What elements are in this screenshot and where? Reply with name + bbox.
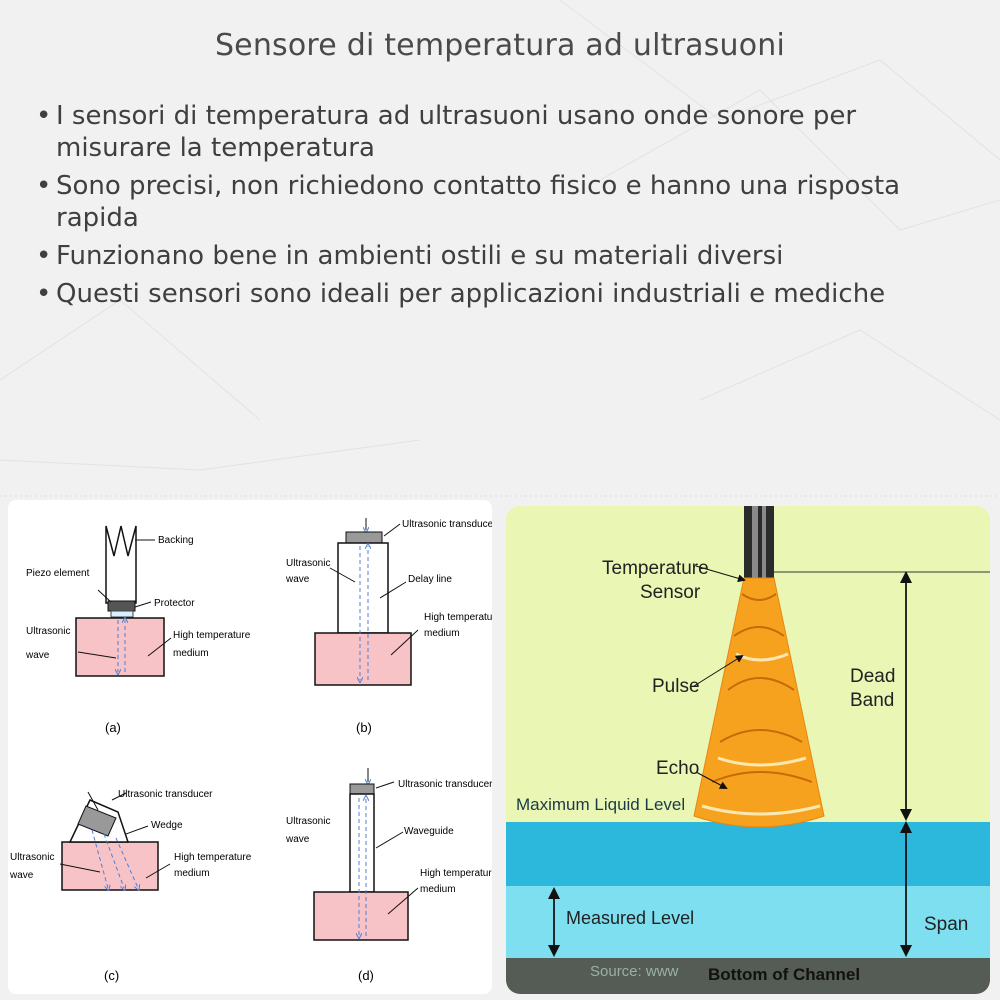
bullet-dot-icon: • xyxy=(36,241,52,271)
svg-text:wave: wave xyxy=(285,834,310,845)
svg-text:Waveguide: Waveguide xyxy=(404,826,454,837)
bullet-item: •Funzionano bene in ambienti ostili e su… xyxy=(36,241,784,271)
medium-block-b xyxy=(314,632,412,686)
svg-text:Ultrasonic: Ultrasonic xyxy=(26,626,70,637)
svg-text:Span: Span xyxy=(924,914,968,935)
svg-text:medium: medium xyxy=(420,884,456,895)
level-measurement-diagram: Temperature Sensor Pulse Echo Dead Band … xyxy=(506,506,990,994)
svg-text:Source: www: Source: www xyxy=(590,963,679,980)
svg-text:Ultrasonic: Ultrasonic xyxy=(10,852,54,863)
svg-text:Ultrasonic: Ultrasonic xyxy=(286,558,330,569)
bullet-item: •I sensori di temperatura ad ultrasuoni … xyxy=(36,101,857,163)
bullet-dot-icon: • xyxy=(36,101,52,131)
svg-text:Ultrasonic transducer: Ultrasonic transducer xyxy=(398,779,492,790)
transducer-b xyxy=(345,531,383,544)
svg-text:Dead: Dead xyxy=(850,666,895,687)
svg-text:High temperature: High temperature xyxy=(173,630,251,641)
svg-text:wave: wave xyxy=(9,870,34,881)
bullet-list: •I sensori di temperatura ad ultrasuoni … xyxy=(36,100,976,316)
svg-text:Ultrasonic transducer: Ultrasonic transducer xyxy=(402,519,492,530)
svg-text:medium: medium xyxy=(173,648,209,659)
svg-text:Band: Band xyxy=(850,690,894,711)
svg-text:wave: wave xyxy=(285,574,310,585)
svg-text:Temperature: Temperature xyxy=(602,558,709,579)
delay-line xyxy=(337,542,389,634)
bullet-item: •Questi sensori sono ideali per applicaz… xyxy=(36,279,886,309)
transducer-d xyxy=(349,783,375,795)
svg-text:Maximum Liquid Level: Maximum Liquid Level xyxy=(516,795,685,814)
bullet-dot-icon: • xyxy=(36,279,52,309)
transducer-c xyxy=(77,805,117,837)
bullet-item: •Sono precisi, non richiedono contatto f… xyxy=(36,171,901,233)
svg-text:Delay line: Delay line xyxy=(408,574,452,585)
channel-bottom xyxy=(506,958,990,994)
protector xyxy=(110,610,134,618)
svg-text:Ultrasonic transducer: Ultrasonic transducer xyxy=(118,789,213,800)
config-a: Backing Piezo element Protector Ultrason… xyxy=(25,525,251,735)
bullet-dot-icon: • xyxy=(36,171,52,201)
sound-cone xyxy=(693,577,825,828)
svg-text:Measured Level: Measured Level xyxy=(566,908,694,928)
temperature-sensor xyxy=(744,506,774,578)
svg-text:(a): (a) xyxy=(105,720,121,735)
svg-text:Piezo element: Piezo element xyxy=(26,568,90,579)
svg-text:(c): (c) xyxy=(104,968,119,983)
svg-text:High temperature: High temperature xyxy=(420,868,492,879)
svg-text:Echo: Echo xyxy=(656,758,699,779)
svg-text:wave: wave xyxy=(25,650,50,661)
svg-text:High temperature: High temperature xyxy=(174,852,252,863)
svg-text:Backing: Backing xyxy=(158,535,194,546)
backing-shape xyxy=(105,525,137,604)
page-title: Sensore di temperatura ad ultrasuoni xyxy=(214,28,786,63)
transducer-configurations-diagram: Backing Piezo element Protector Ultrason… xyxy=(8,500,502,994)
svg-text:Ultrasonic: Ultrasonic xyxy=(286,816,330,827)
svg-text:High temperature: High temperature xyxy=(424,612,492,623)
svg-text:Pulse: Pulse xyxy=(652,676,700,697)
svg-text:Wedge: Wedge xyxy=(151,820,183,831)
svg-text:Protector: Protector xyxy=(154,598,195,609)
liquid-upper xyxy=(506,822,990,886)
medium-block xyxy=(75,617,165,677)
svg-text:(d): (d) xyxy=(358,968,374,983)
svg-text:(b): (b) xyxy=(356,720,372,735)
svg-text:medium: medium xyxy=(424,628,460,639)
svg-text:Sensor: Sensor xyxy=(640,582,701,603)
config-c: Ultrasonic transducer Wedge Ultrasonic w… xyxy=(9,789,252,983)
piezo-element xyxy=(107,600,136,612)
svg-text:medium: medium xyxy=(174,868,210,879)
config-d: Ultrasonic transducer Ultrasonic wave Wa… xyxy=(285,768,498,983)
config-b: Ultrasonic transducer Ultrasonic wave De… xyxy=(285,518,502,735)
waveguide xyxy=(349,793,375,893)
medium-block-d xyxy=(313,891,409,941)
svg-text:Bottom of Channel: Bottom of Channel xyxy=(708,965,860,984)
